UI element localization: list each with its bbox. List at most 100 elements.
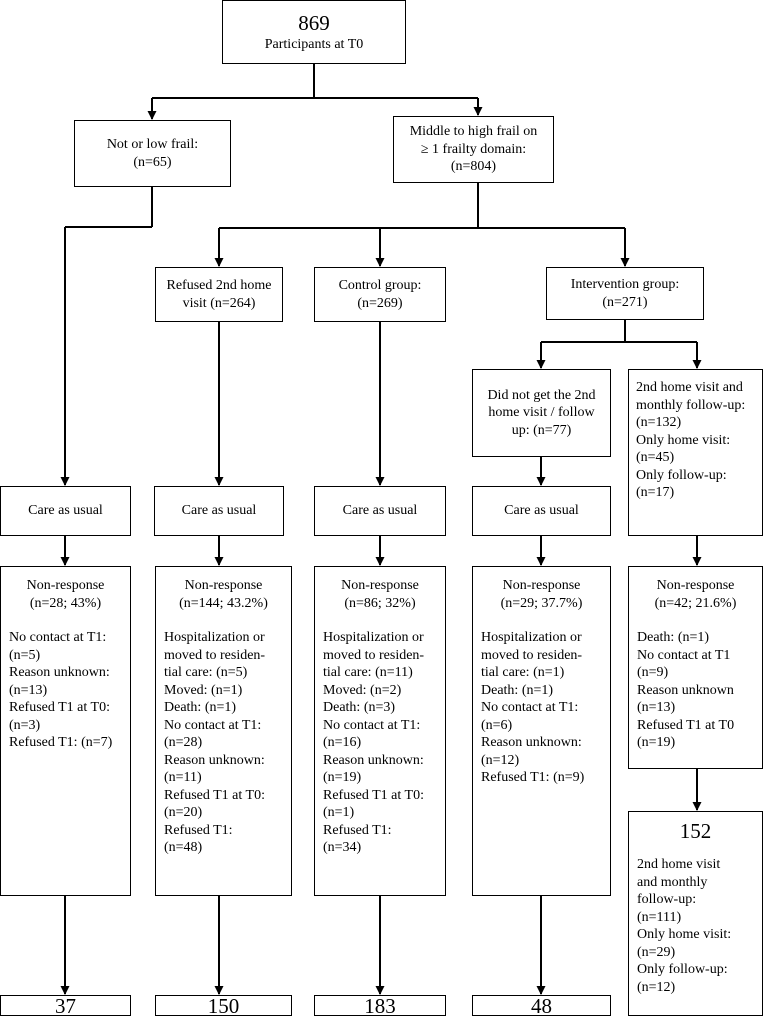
visit-line: 2nd home visit and [636, 380, 743, 395]
nonresponse-summary: (n=42; 21.6%) [654, 595, 737, 611]
node-participants-t0: 869 Participants at T0 [222, 0, 406, 64]
nonresponse-detail: Reason unknown: [481, 735, 582, 750]
node-final-no-visit: 48 [472, 993, 611, 1016]
high-frail-count: (n=804) [450, 159, 497, 175]
nonresponse-detail: (n=13) [9, 682, 48, 698]
node-care-as-usual-1: Care as usual [0, 486, 131, 536]
final-intervention-detail: follow-up: [637, 892, 697, 907]
nonresponse-detail: Reason unknown: [9, 665, 110, 680]
node-care-as-usual-4: Care as usual [472, 486, 611, 536]
nonresponse-detail: Refused T1: [323, 822, 392, 838]
visit-line: (n=45) [636, 450, 675, 465]
refused-count: visit (n=264) [182, 295, 256, 311]
nonresponse-title: Non-response [341, 578, 419, 593]
nonresponse-detail: (n=20) [164, 805, 203, 820]
nonresponse-detail: tial care: (n=5) [164, 665, 248, 680]
nonresponse-detail: (n=12) [481, 752, 520, 768]
no-visit-line-2: home visit / follow [488, 405, 595, 421]
node-control-group: Control group: (n=269) [314, 267, 446, 322]
nonresponse-detail: (n=6) [481, 717, 513, 733]
final-count: 183 [364, 993, 396, 1016]
low-frail-count: (n=65) [133, 154, 172, 170]
node-nonresponse-2: Non-response (n=144; 43.2%) Hospitalizat… [155, 566, 292, 896]
control-label: Control group: [338, 278, 422, 293]
node-nonresponse-5: Non-response (n=42; 21.6%) Death: (n=1) … [628, 566, 763, 769]
node-care-as-usual-3: Care as usual [314, 486, 446, 536]
node-care-as-usual-2: Care as usual [154, 486, 284, 536]
nonresponse-detail: (n=28) [164, 735, 203, 750]
participants-count: 869 [298, 11, 330, 36]
node-second-visit: 2nd home visit and monthly follow-up: (n… [628, 369, 763, 536]
node-final-control: 183 [314, 993, 446, 1016]
nonresponse-detail: (n=3) [9, 717, 41, 733]
refused-label: Refused 2nd home [166, 278, 272, 293]
care-as-usual-label: Care as usual [181, 503, 257, 519]
nonresponse-detail: (n=11) [164, 770, 202, 785]
nonresponse-detail: (n=9) [637, 665, 669, 680]
high-frail-label: Middle to high frail on [409, 124, 538, 140]
nonresponse-detail: (n=19) [637, 735, 676, 750]
final-count: 48 [531, 993, 552, 1016]
nonresponse-detail: No contact at T1: [164, 717, 262, 733]
nonresponse-detail: Refused T1 at T0 [637, 717, 735, 733]
node-final-not-low-frail: 37 [0, 993, 131, 1016]
nonresponse-detail: (n=19) [323, 770, 362, 785]
final-intervention-detail: (n=29) [637, 944, 676, 960]
node-intervention-group: Intervention group: (n=271) [546, 267, 704, 320]
nonresponse-detail: No contact at T1 [637, 647, 731, 663]
nonresponse-detail: moved to residen- [323, 647, 425, 663]
visit-line: (n=17) [636, 485, 675, 500]
care-as-usual-label: Care as usual [28, 503, 103, 519]
final-intervention-count: 152 [679, 819, 712, 843]
nonresponse-title: Non-response [26, 578, 105, 593]
care-as-usual-label: Care as usual [342, 503, 418, 519]
nonresponse-detail: Refused T1 at T0: [323, 787, 424, 803]
nonresponse-detail: Reason unknown: [164, 752, 265, 768]
nonresponse-detail: Refused T1 at T0: [9, 700, 110, 715]
nonresponse-detail: Hospitalization or [481, 630, 582, 645]
visit-line: (n=132) [636, 415, 682, 430]
nonresponse-detail: (n=34) [323, 840, 362, 855]
nonresponse-detail: (n=1) [323, 805, 355, 820]
visit-line: monthly follow-up: [636, 397, 746, 413]
nonresponse-summary: (n=86; 32%) [344, 595, 416, 611]
nonresponse-detail: Refused T1: (n=9) [481, 770, 585, 785]
final-intervention-detail: and monthly [637, 874, 708, 890]
no-visit-line-1: Did not get the 2nd [487, 387, 596, 403]
nonresponse-detail: Death: (n=3) [323, 700, 396, 715]
care-as-usual-label: Care as usual [504, 503, 579, 519]
final-count: 37 [55, 993, 76, 1016]
nonresponse-detail: No contact at T1: [323, 717, 421, 733]
nonresponse-detail: No contact at T1: [481, 700, 579, 715]
nonresponse-detail: tial care: (n=11) [323, 665, 413, 680]
nonresponse-detail: (n=13) [637, 700, 676, 715]
nonresponse-summary: (n=29; 37.7%) [500, 595, 583, 611]
nonresponse-detail: Refused T1: [164, 822, 233, 838]
node-nonresponse-3: Non-response (n=86; 32%) Hospitalization… [314, 566, 446, 896]
nonresponse-detail: Moved: (n=2) [323, 682, 402, 698]
high-frail-domain: ≥ 1 frailty domain: [420, 141, 527, 157]
node-nonresponse-1: Non-response (n=28; 43%) No contact at T… [0, 566, 131, 896]
nonresponse-detail: (n=48) [164, 840, 203, 855]
node-final-refused: 150 [155, 994, 292, 1016]
visit-line: Only follow-up: [636, 467, 727, 483]
nonresponse-summary: (n=28; 43%) [29, 595, 102, 611]
final-intervention-detail: 2nd home visit [637, 857, 721, 872]
nonresponse-detail: moved to residen- [481, 647, 583, 663]
node-refused-home-visit: Refused 2nd home visit (n=264) [155, 267, 283, 322]
nonresponse-detail: No contact at T1: [9, 630, 107, 645]
final-intervention-detail: (n=111) [637, 909, 682, 925]
nonresponse-detail: (n=5) [9, 647, 41, 663]
node-high-frail: Middle to high frail on ≥ 1 frailty doma… [393, 116, 554, 183]
nonresponse-detail: tial care: (n=1) [481, 665, 565, 680]
intervention-count: (n=271) [602, 294, 648, 310]
final-intervention-detail: (n=12) [637, 979, 676, 995]
nonresponse-detail: Hospitalization or [164, 630, 265, 645]
nonresponse-detail: Reason unknown: [323, 752, 424, 768]
nonresponse-title: Non-response [184, 578, 263, 593]
participants-label: Participants at T0 [264, 37, 364, 53]
no-visit-line-3: up: (n=77) [511, 422, 572, 438]
final-intervention-detail: Only home visit: [637, 927, 732, 942]
nonresponse-detail: Death: (n=1) [164, 700, 237, 715]
